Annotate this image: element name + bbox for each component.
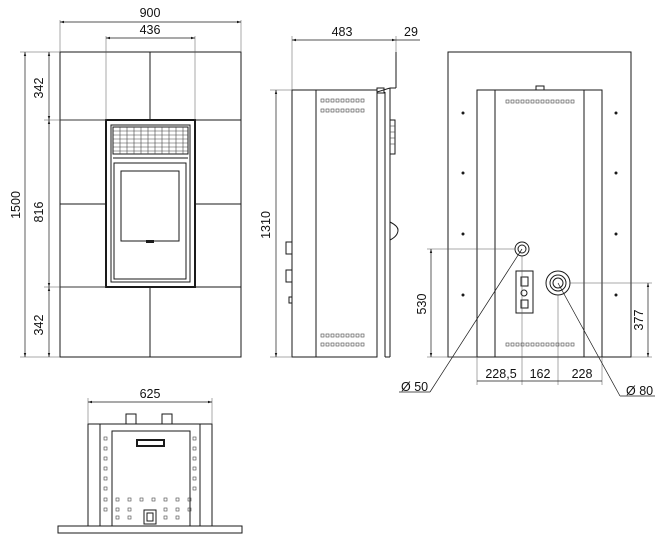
dim-rear-center: 162 — [530, 367, 551, 381]
rear-vents-top — [505, 99, 575, 104]
dim-small-outlet-diameter: Ø 50 — [401, 380, 428, 394]
dim-top-depth: 625 — [140, 387, 161, 401]
rear-dimensions: 530 377 228,5 162 228 Ø 50 Ø 80 — [399, 248, 655, 398]
top-connector — [143, 509, 157, 525]
rear-outline — [447, 51, 632, 358]
dim-inner-width: 436 — [140, 23, 161, 37]
dim-flue-height: 377 — [632, 310, 646, 331]
dim-rear-right: 228 — [572, 367, 593, 381]
stove-frame — [105, 119, 196, 288]
glass-window — [120, 170, 180, 242]
control-board — [515, 270, 534, 314]
top-vents — [103, 436, 197, 520]
top-view: 625 — [57, 387, 243, 534]
stove-door — [113, 162, 187, 280]
front-view: 900 436 1500 342 816 342 — [9, 6, 242, 358]
wall-fixings — [461, 111, 618, 297]
dim-top-section: 342 — [32, 78, 46, 99]
rear-fitting — [389, 119, 396, 155]
rear-view: 530 377 228,5 162 228 Ø 50 Ø 80 — [399, 51, 655, 398]
side-body — [291, 89, 378, 358]
dim-flue-diameter: Ø 80 — [626, 384, 653, 398]
dim-front-height: 1500 — [9, 191, 23, 219]
dim-side-height: 1310 — [259, 211, 273, 239]
top-grille — [112, 126, 189, 155]
base-plate — [57, 525, 243, 534]
dim-middle-section: 816 — [32, 202, 46, 223]
dim-side-offset: 29 — [404, 25, 418, 39]
front-dimensions: 900 436 1500 342 816 342 — [9, 6, 242, 358]
dim-front-width: 900 — [140, 6, 161, 20]
side-view: 483 29 1310 — [259, 25, 420, 358]
dim-rear-left: 228,5 — [485, 367, 516, 381]
dim-side-depth: 483 — [332, 25, 353, 39]
top-hatch — [136, 439, 165, 447]
top-pipe-right — [161, 413, 173, 425]
top-pipe-left — [125, 413, 137, 425]
door-handle — [146, 240, 154, 243]
rear-vents-bottom — [505, 342, 575, 347]
dim-outlet-height: 530 — [415, 294, 429, 315]
side-flue-outlet — [389, 221, 399, 241]
side-dimensions: 483 29 1310 — [259, 25, 420, 358]
rear-body — [476, 89, 603, 358]
side-vents-bottom — [320, 333, 365, 347]
dim-bottom-section: 342 — [32, 315, 46, 336]
side-vents-top — [320, 98, 365, 113]
